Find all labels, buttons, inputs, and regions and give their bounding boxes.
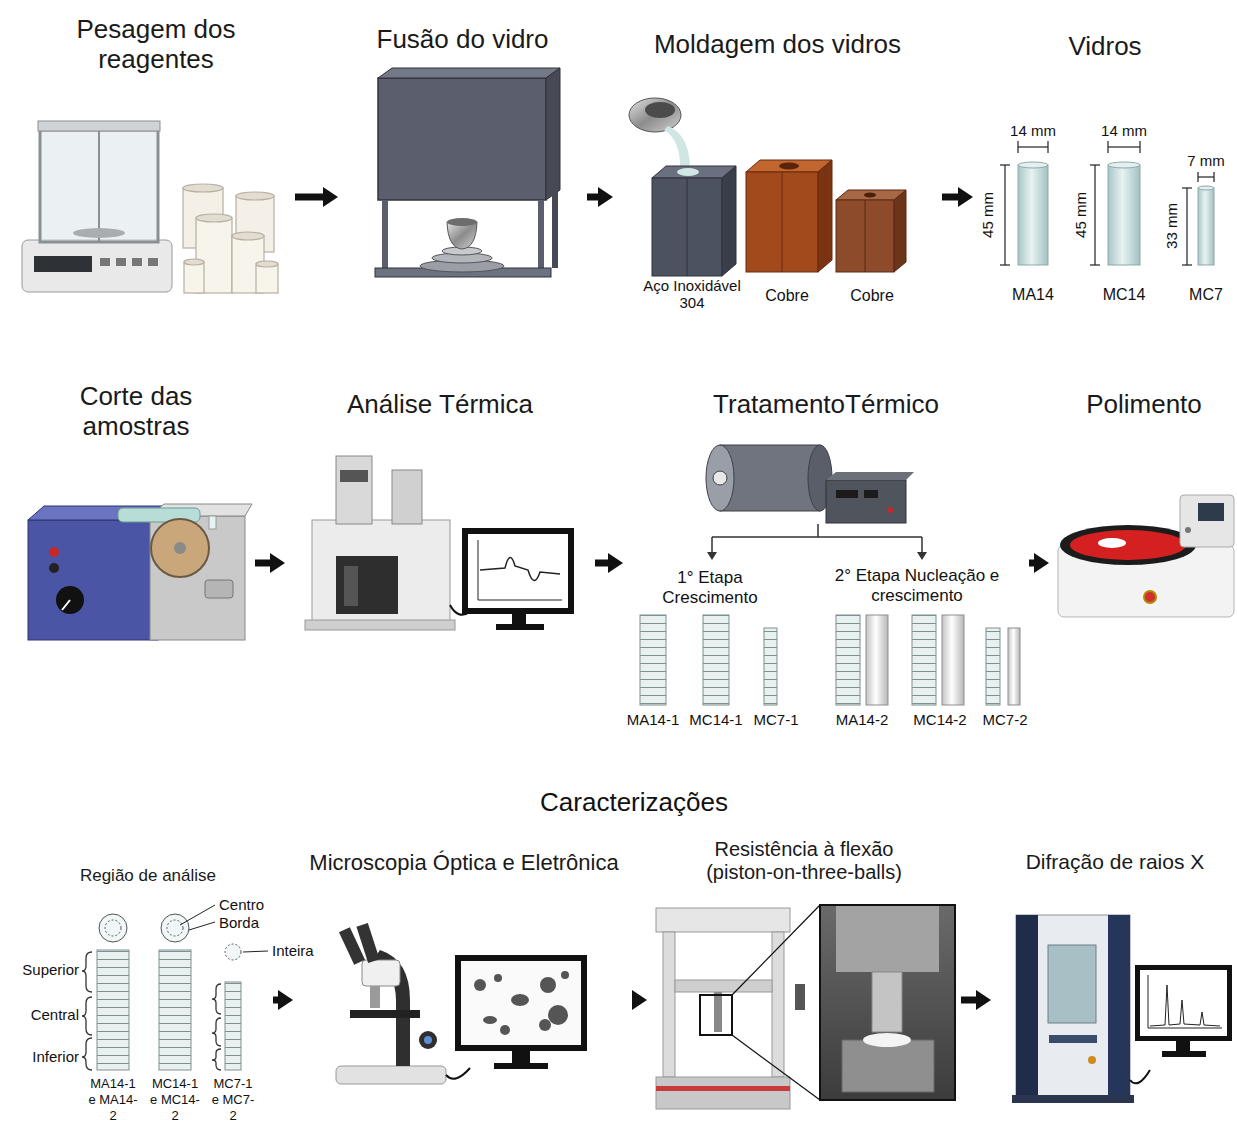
flow-arrow — [587, 187, 613, 207]
annotation-label: Borda — [219, 914, 259, 931]
stage-title: Fusão do vidro — [341, 25, 584, 55]
annotation-label: Cobre — [765, 287, 809, 305]
annotation-label: 2° Etapa Nucleação e crescimento — [811, 566, 1023, 605]
annotation-label: 14 mm — [1101, 122, 1147, 139]
annotation-label: 45 mm — [1072, 192, 1089, 238]
annotation-label: Inferior — [32, 1048, 79, 1065]
annotation-label: Superior — [22, 961, 79, 978]
stage-title: TratamentoTérmico — [626, 390, 1026, 420]
process-stage: Difração de raios X — [994, 850, 1236, 1105]
process-stage: Pesagem dos reagentes — [20, 15, 292, 300]
arrow-shaft — [255, 560, 272, 567]
stage-title: Corte das amostras — [36, 382, 236, 442]
annotation-label: 45 mm — [979, 192, 996, 238]
annotation-label: MC14-1 e MC14-2 — [148, 1076, 202, 1124]
flow-arrow — [942, 187, 973, 207]
annotation-label: Inteira — [272, 942, 314, 959]
arrow-head — [1034, 553, 1049, 573]
process-stage: Resistência à flexão (piston-on-three-ba… — [650, 838, 958, 1110]
flow-arrow — [961, 990, 991, 1010]
arrow-head — [270, 553, 285, 573]
annotation-label: MC14-2 — [913, 711, 966, 728]
annotation-label: Central — [31, 1006, 79, 1023]
process-stage: TratamentoTérmico — [626, 390, 1026, 730]
process-stage: Análise Térmica — [288, 390, 592, 640]
annotation-label: 1° Etapa Crescimento — [654, 568, 766, 607]
stage-title: Vidros — [976, 32, 1234, 62]
arrow-shaft — [595, 560, 610, 567]
flow-arrow — [273, 990, 293, 1010]
annotation-label: MA14-2 — [836, 711, 889, 728]
arrow-shaft — [961, 997, 978, 1004]
flow-arrow — [595, 553, 623, 573]
annotation-label: MC7 — [1189, 286, 1223, 304]
annotation-label: MA14-1 — [627, 711, 680, 728]
annotation-label: 33 mm — [1163, 203, 1180, 249]
flow-arrow — [1029, 553, 1049, 573]
flow-arrow — [632, 990, 647, 1010]
arrow-head — [958, 187, 973, 207]
annotation-label: Caracterizações — [540, 788, 728, 818]
annotation-label: MA14-1 e MA14-2 — [86, 1076, 140, 1124]
annotation-label: MC14-1 — [689, 711, 742, 728]
process-stage: Vidros — [976, 32, 1234, 310]
arrow-head — [632, 990, 647, 1010]
stage-title: Análise Térmica — [288, 390, 592, 420]
arrow-head — [323, 187, 338, 207]
stage-title: Moldagem dos vidros — [616, 30, 939, 60]
process-stage: Fusão do vidro — [341, 25, 584, 290]
process-stage: Microscopia Óptica e Eletrônica — [296, 850, 632, 1100]
annotation-label: 14 mm — [1010, 122, 1056, 139]
stage-title: Difração de raios X — [994, 850, 1236, 874]
annotation-label: MA14 — [1012, 286, 1054, 304]
stage-title: Pesagem dos reagentes — [56, 15, 256, 75]
arrow-shaft — [942, 194, 960, 201]
annotation-label: Aço Inoxidável 304 — [633, 277, 751, 312]
process-stage: Corte das amostras — [20, 382, 252, 644]
arrow-shaft — [295, 194, 325, 201]
annotation-label: 7 mm — [1187, 152, 1225, 169]
stage-title: Microscopia Óptica e Eletrônica — [296, 850, 632, 875]
annotation-label: Cobre — [850, 287, 894, 305]
flow-arrow — [295, 187, 338, 207]
arrow-head — [608, 553, 623, 573]
stage-title: Resistência à flexão (piston-on-three-ba… — [679, 838, 929, 884]
arrow-head — [598, 187, 613, 207]
arrow-head — [976, 990, 991, 1010]
annotation-label: Centro — [219, 896, 264, 913]
annotation-label: MC7-2 — [982, 711, 1027, 728]
arrow-head — [278, 990, 293, 1010]
process-stage: Polimento — [1052, 390, 1236, 625]
stage-title: Região de análise — [26, 866, 270, 886]
annotation-label: MC14 — [1103, 286, 1146, 304]
stage-title: Polimento — [1052, 390, 1236, 420]
annotation-label: MC7-1 e MC7-2 — [210, 1076, 256, 1124]
flow-arrow — [255, 553, 285, 573]
process-stage: Moldagem dos vidros — [616, 30, 939, 315]
annotation-label: MC7-1 — [753, 711, 798, 728]
